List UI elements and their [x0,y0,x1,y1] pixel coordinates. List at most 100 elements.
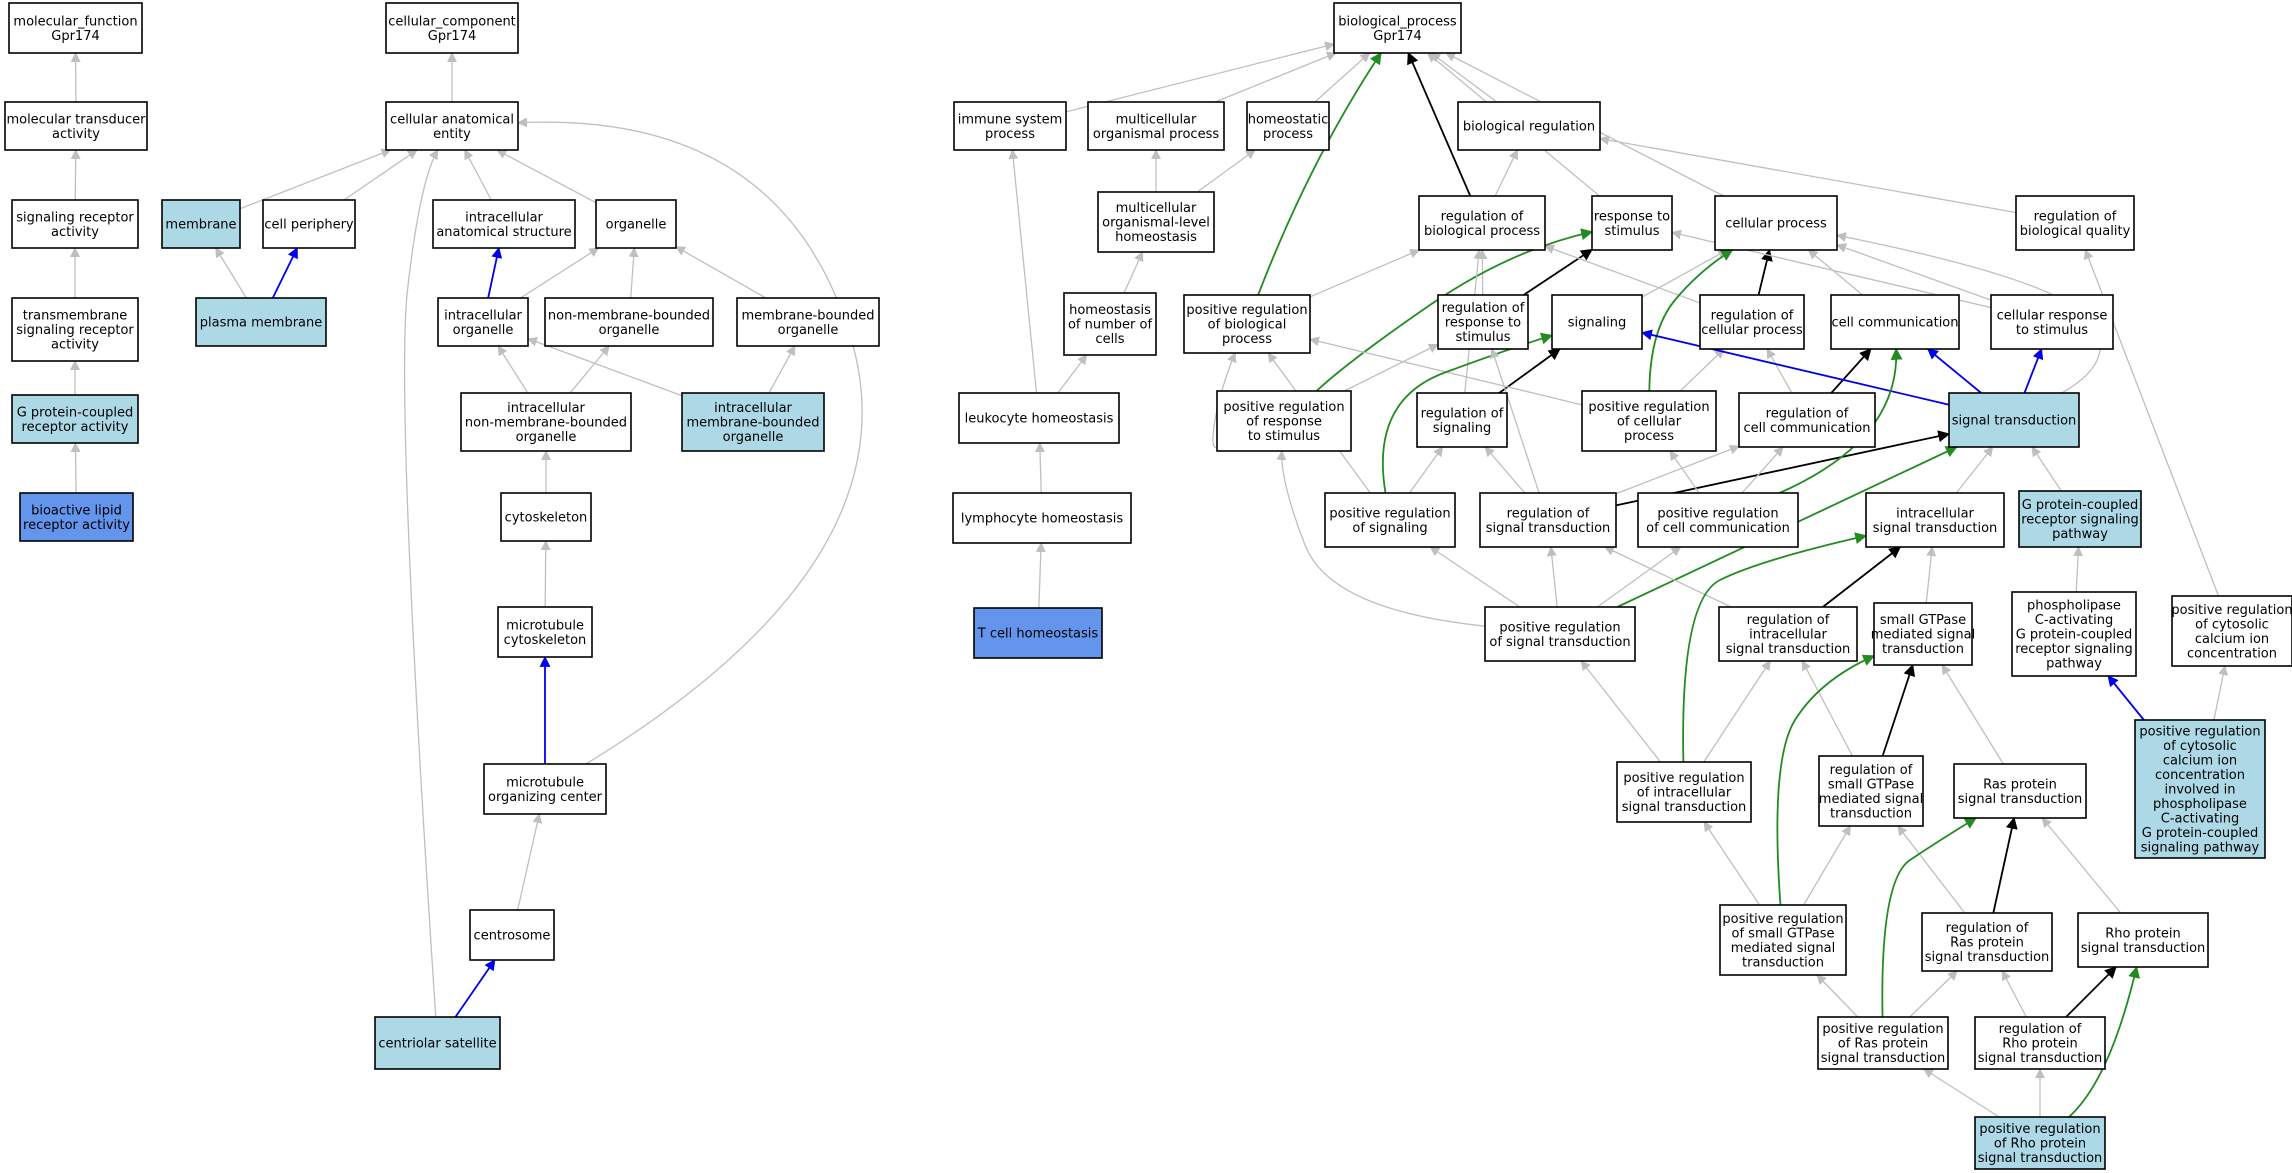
go-term-node-cs[interactable]: centriolar satellite [374,1016,501,1070]
go-term-label-line: of intracellular [1637,786,1732,801]
go-term-node-mem[interactable]: membrane [161,199,241,249]
go-term-label-line: process [1222,332,1272,347]
edge-rcc-to-rcp [1766,348,1793,394]
go-term-node-breg[interactable]: biological regulation [1457,101,1601,151]
edge-prst-to-prcc [1597,546,1682,608]
go-term-node-org[interactable]: organelle [595,199,677,249]
edge-prcp-to-rcp [1679,348,1725,392]
go-term-label-line: multicellular [1116,201,1197,216]
go-term-node-cc2[interactable]: cell communication [1830,294,1960,350]
go-term-node-cyto[interactable]: cytoskeleton [500,492,592,542]
go-term-label-line: signaling [1568,316,1627,331]
go-term-node-lyh[interactable]: lymphocyte homeostasis [952,492,1132,544]
go-term-box [973,607,1103,659]
go-term-label-line: biological quality [2020,224,2131,239]
edge-lh-to-isp [1008,149,1038,394]
go-term-label-line: mediated signal [1871,628,1975,643]
go-term-box [1948,392,2080,448]
go-term-label-line: cell communication [1743,421,1870,436]
edge-prst-to-prrs [1276,450,1486,627]
go-term-node-tch[interactable]: T cell homeostasis [973,607,1103,659]
go-term-label-line: of cytosolic [2163,739,2237,754]
go-term-node-lh[interactable]: leukocyte homeostasis [958,392,1120,444]
go-term-label-line: homeostasis [1069,303,1151,318]
go-term-label-line: regulation of [1766,406,1849,421]
go-term-label-line: organelle [453,323,514,338]
edge-prst-to-rst [1546,546,1558,608]
go-term-node-st[interactable]: signal transduction [1948,392,2080,448]
go-term-node-sig[interactable]: signaling [1551,294,1643,350]
edge-prist-to-ist [1682,532,1868,763]
edge-rst-to-rsig [1484,446,1526,494]
go-term-box [1738,392,1876,448]
go-term-label-line: molecular_function [13,14,137,29]
go-term-node-cp[interactable]: cell periphery [262,199,356,249]
go-term-box [1216,390,1352,452]
go-term-box [595,199,677,249]
go-term-box [1974,1016,2106,1070]
go-term-node-inmbo[interactable]: intracellularnon-membrane-boundedorganel… [460,392,632,452]
edge-prbp-to-rbp [1309,248,1421,298]
go-term-box [1974,1116,2106,1170]
go-term-label-line: signal transduction [1978,1151,2103,1166]
go-term-label-line: activity [52,127,100,142]
edge-rist-to-rst [1603,546,1732,608]
go-term-node-cellp[interactable]: cellular process [1714,195,1838,251]
go-term-node-pm[interactable]: plasma membrane [195,297,327,347]
go-term-node-cent[interactable]: centrosome [469,909,555,961]
go-term-box [385,2,519,54]
